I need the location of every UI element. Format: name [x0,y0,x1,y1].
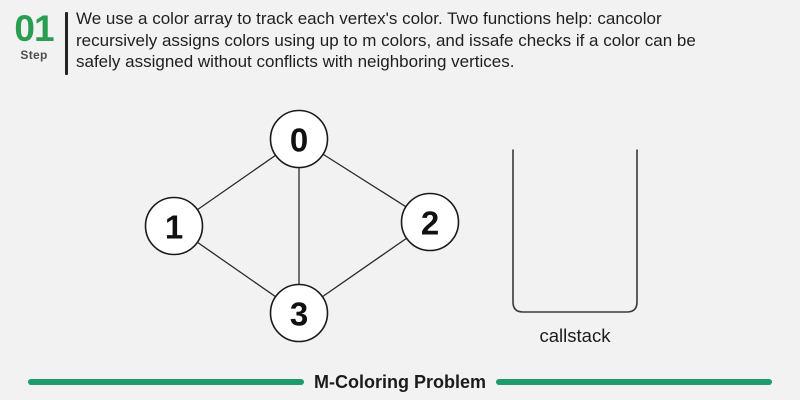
step-description: We use a color array to track each verte… [76,8,696,73]
description-line-2: recursively assigns colors using up to m… [76,30,696,50]
footer: M-Coloring Problem [0,371,800,392]
description-line-3: safely assigned without conflicts with n… [76,52,515,71]
callstack-label: callstack [539,325,611,346]
graph-vertex-label-0: 0 [290,122,308,159]
footer-bar-left [28,379,304,385]
footer-bar-right [496,379,772,385]
callstack-container [512,149,638,313]
graph-svg: 0 1 2 3 [144,109,460,343]
header-divider [65,12,68,75]
step-label: Step [20,48,48,62]
footer-title: M-Coloring Problem [314,371,486,392]
graph-vertex-label-1: 1 [165,209,183,246]
graph-vertex-label-3: 3 [290,296,308,333]
graph-vertex-2 [400,192,460,252]
description-line-1: We use a color array to track each verte… [76,9,662,28]
graph-vertex-3 [269,283,329,343]
step-block: 01 Step [10,10,58,61]
graph-vertex-label-2: 2 [421,205,439,242]
graph-vertex-1 [144,196,204,256]
callstack-svg [512,149,638,313]
step-number: 01 [14,8,54,49]
graph-vertex-0 [269,109,329,169]
